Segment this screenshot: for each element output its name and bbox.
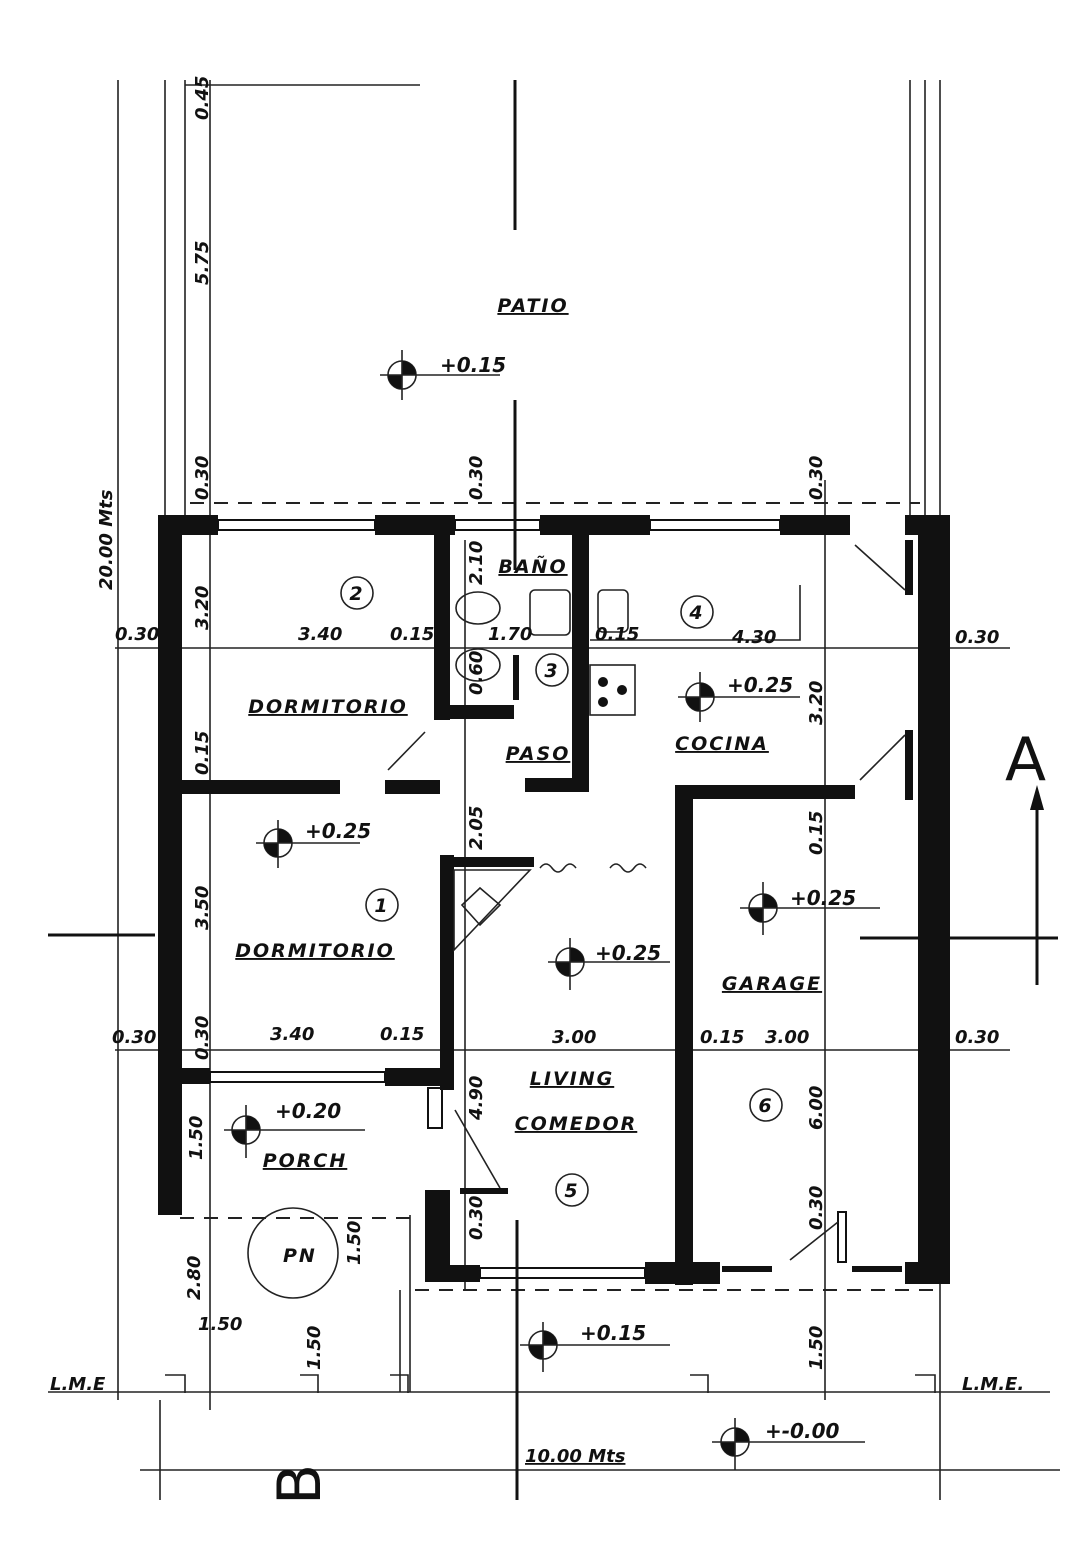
room-label-garage: GARAGE [722, 973, 822, 995]
level-living: +0.25 [595, 941, 661, 965]
dim-total-depth: 20.00 Mts [96, 489, 117, 590]
dim-030: 0.30 [806, 456, 827, 500]
room-number-circles [340, 576, 783, 1207]
dim-030: 0.30 [192, 456, 213, 500]
walls [158, 515, 950, 1285]
room-label-comedor: COMEDOR [515, 1113, 638, 1135]
dim-row1: 3.40 [298, 624, 342, 645]
level-marker-icon [740, 882, 880, 935]
bathroom-fixtures [455, 589, 629, 700]
dim-row2: 0.30 [112, 1027, 156, 1048]
level-marker-icon [678, 672, 800, 722]
dim-row1: 4.30 [731, 627, 776, 648]
dim-210: 2.10 [466, 541, 487, 585]
dim-row2: 0.30 [955, 1027, 999, 1048]
level-cocina: +0.25 [727, 673, 793, 697]
level-front: +0.15 [580, 1321, 646, 1345]
room-label-cocina: COCINA [675, 733, 769, 755]
dim-150: 1.50 [186, 1116, 207, 1160]
level-markers [224, 350, 880, 1470]
room-label-dormitorio-2: DORMITORIO [248, 696, 408, 718]
dim-row2: 3.40 [270, 1024, 314, 1045]
dim-015: 0.15 [192, 731, 213, 775]
dim-row2: 3.00 [552, 1027, 596, 1048]
room-number: 3 [544, 660, 559, 682]
dim-030: 0.30 [806, 1186, 827, 1230]
level-patio: +0.15 [440, 353, 506, 377]
room-label-patio: PATIO [497, 295, 568, 317]
room-label-dormitorio-1: DORMITORIO [235, 940, 395, 962]
level-marker-icon [520, 1322, 670, 1372]
room-number: 1 [374, 895, 389, 917]
dim-060: 0.60 [466, 651, 487, 695]
dim-row1: 0.15 [390, 624, 434, 645]
level-garage: +0.25 [790, 886, 856, 910]
dim-490: 4.90 [466, 1076, 487, 1121]
level-marker-icon [548, 938, 670, 990]
dim-top-small: 0.45 [192, 76, 213, 120]
section-marker-a: A [1005, 725, 1046, 795]
dim-030: 0.30 [192, 1016, 213, 1060]
level-porch: +0.20 [275, 1099, 341, 1123]
room-number: 5 [564, 1180, 579, 1202]
dim-row2: 0.15 [380, 1024, 424, 1045]
lme-left: L.M.E [50, 1374, 106, 1395]
pn-circle [247, 1207, 339, 1299]
dim-row1: 0.30 [115, 624, 159, 645]
level-marker-icon [256, 820, 360, 868]
room-number: 4 [688, 602, 704, 624]
dim-015: 0.15 [806, 811, 827, 855]
lme-right: L.M.E. [962, 1374, 1024, 1395]
dim-030: 0.30 [466, 1196, 487, 1240]
guide-lines [48, 80, 1060, 1500]
dim-150: 1.50 [304, 1326, 325, 1370]
dim-350: 3.50 [192, 886, 213, 930]
dim-205: 2.05 [466, 806, 487, 850]
room-number: 6 [758, 1095, 773, 1117]
dim-320: 3.20 [192, 586, 213, 630]
level-street: +-0.00 [765, 1419, 839, 1443]
pn-label: PN [283, 1245, 317, 1267]
room-label-bano: BAÑO [498, 554, 567, 578]
dim-320: 3.20 [806, 681, 827, 725]
section-marker-b: B [265, 1464, 335, 1505]
stove-icon [589, 585, 801, 716]
dim-150: 1.50 [344, 1221, 365, 1265]
level-dormitorio-1: +0.25 [305, 819, 371, 843]
room-label-paso: PASO [506, 743, 571, 765]
dim-030: 0.30 [466, 456, 487, 500]
dim-row1: 0.15 [595, 624, 639, 645]
room-label-living: LIVING [530, 1068, 614, 1090]
dim-row2: 0.15 [700, 1027, 744, 1048]
dim-row1: 1.70 [488, 624, 532, 645]
dim-600: 6.00 [806, 1086, 827, 1130]
dim-row2: 3.00 [765, 1027, 809, 1048]
level-marker-icon [224, 1105, 365, 1158]
dim-patio-depth: 5.75 [192, 241, 213, 285]
room-number: 2 [349, 583, 364, 605]
dim-280: 2.80 [184, 1256, 205, 1300]
dim-total-width: 10.00 Mts [525, 1446, 626, 1467]
room-label-porch: PORCH [263, 1150, 348, 1172]
dim-row1: 0.30 [955, 627, 999, 648]
level-marker-icon [380, 350, 500, 400]
level-marker-icon [712, 1418, 865, 1470]
dim-150: 1.50 [806, 1326, 827, 1370]
dim-150: 1.50 [198, 1314, 242, 1335]
